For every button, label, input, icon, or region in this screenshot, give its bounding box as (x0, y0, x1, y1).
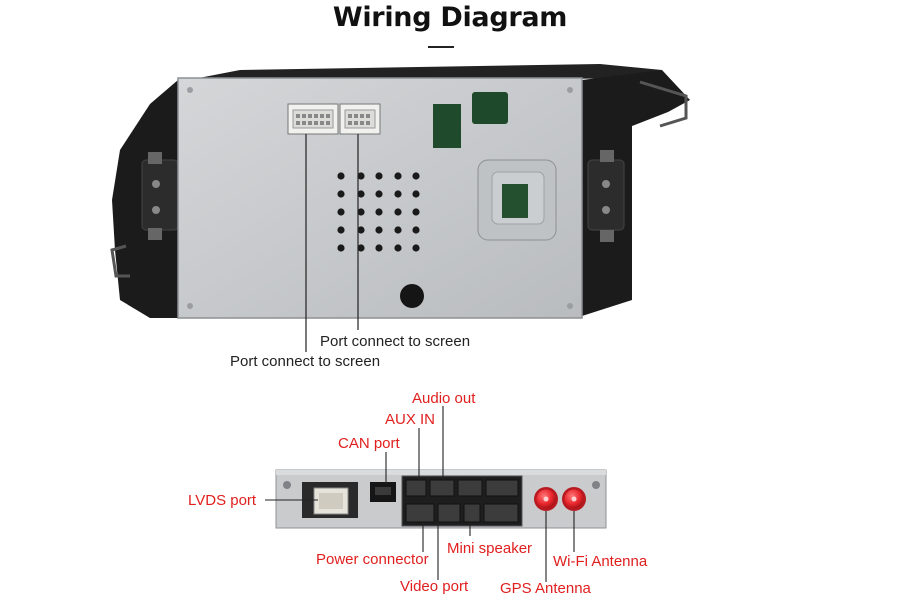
chassis-right-bracket (582, 70, 690, 316)
lvds-connector (302, 482, 358, 518)
video-port-label: Video port (400, 578, 469, 595)
aux-in-label: AUX IN (385, 411, 436, 428)
screen-port-connector-1 (287, 103, 339, 135)
port-module (265, 406, 607, 582)
pcb-patch-2 (472, 92, 508, 124)
right-wire-handle (639, 80, 688, 128)
diagram-title: Wiring Diagram (332, 2, 568, 33)
pcb-patch-1 (433, 104, 461, 148)
wifi-antenna-label: Wi-Fi Antenna (553, 553, 648, 570)
main-connector-block (401, 475, 523, 527)
can-port-label: CAN port (338, 435, 400, 452)
lvds-port-label: LVDS port (188, 492, 257, 509)
screen-port-connector-2 (339, 103, 381, 135)
gps-antenna-connector (534, 487, 558, 511)
wifi-antenna-connector (562, 487, 586, 511)
right-mount-plate (587, 159, 625, 231)
left-mount-plate (141, 159, 179, 231)
board-recess (477, 159, 557, 241)
audio-out-label: Audio out (412, 390, 476, 407)
can-connector (370, 482, 396, 502)
screen-port-label-lower: Port connect to screen (230, 353, 381, 370)
mini-speaker-label: Mini speaker (447, 540, 533, 557)
power-connector-label: Power connector (316, 551, 429, 568)
screen-port-label-upper: Port connect to screen (320, 333, 471, 350)
head-unit-rear (110, 64, 690, 352)
vent-holes (337, 172, 420, 252)
round-access-hole (400, 284, 424, 308)
title-underline (428, 46, 454, 48)
gps-antenna-label: GPS Antenna (500, 580, 591, 597)
left-wire-handle (110, 244, 130, 278)
